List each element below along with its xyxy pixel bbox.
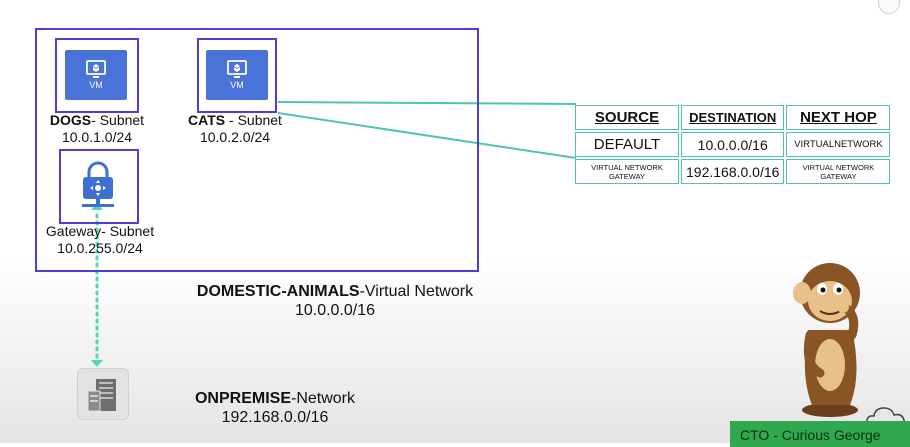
connector-line-default xyxy=(277,101,577,105)
dogs-vm-label: VM xyxy=(89,80,103,90)
route-table: SOURCE DESTINATION NEXT HOP DEFAULT 10.0… xyxy=(573,103,892,186)
cats-subnet-box xyxy=(197,38,277,113)
route-source: VIRTUAL NETWORK GATEWAY xyxy=(575,159,679,184)
cats-subnet-name: CATS xyxy=(188,112,226,128)
vpn-gateway-icon[interactable] xyxy=(76,160,120,212)
gateway-subnet-label: Gateway- Subnet 10.0.255.0/24 xyxy=(40,223,160,257)
link-arrow-down-icon xyxy=(91,360,103,367)
onprem-suffix: -Network xyxy=(291,390,356,407)
header-next-hop: NEXT HOP xyxy=(786,105,891,130)
vm-monitor-icon xyxy=(86,60,106,78)
dogs-vm-tile[interactable]: VM xyxy=(65,50,127,100)
onprem-server-tile[interactable] xyxy=(77,368,129,420)
vnet-cidr: 10.0.0.0/16 xyxy=(294,302,376,319)
route-next-hop: VIRTUAL NETWORK GATEWAY xyxy=(786,159,891,184)
onprem-cidr: 192.168.0.0/16 xyxy=(221,409,329,426)
route-row-gateway: VIRTUAL NETWORK GATEWAY 192.168.0.0/16 V… xyxy=(575,159,891,184)
vnet-suffix: -Virtual Network xyxy=(359,283,474,300)
route-next-hop: VIRTUALNETWORK xyxy=(786,132,891,157)
header-source: SOURCE xyxy=(575,105,679,130)
onprem-name: ONPREMISE xyxy=(194,390,291,407)
gateway-subnet-cidr: 10.0.255.0/24 xyxy=(57,240,143,256)
dogs-subnet-box xyxy=(55,38,139,113)
cats-subnet-suffix: - Subnet xyxy=(225,112,282,128)
dogs-subnet-suffix: - Subnet xyxy=(91,112,145,128)
onprem-label: ONPREMISE-Network 192.168.0.0/16 xyxy=(170,389,380,427)
header-destination: DESTINATION xyxy=(681,105,785,130)
cto-badge: CTO - Curious George xyxy=(730,421,910,447)
route-table-header-row: SOURCE DESTINATION NEXT HOP xyxy=(575,105,891,130)
route-source: DEFAULT xyxy=(575,132,679,157)
server-icon xyxy=(87,379,116,412)
dogs-subnet-cidr: 10.0.1.0/24 xyxy=(61,129,133,145)
vm-monitor-icon xyxy=(227,60,247,78)
route-destination: 10.0.0.0/16 xyxy=(681,132,785,157)
cats-subnet-label: CATS - Subnet 10.0.2.0/24 xyxy=(180,112,290,146)
cloud-icon xyxy=(866,407,905,427)
vnet-name: DOMESTIC-ANIMALS xyxy=(196,283,360,300)
cats-subnet-cidr: 10.0.2.0/24 xyxy=(199,129,271,145)
cats-vm-label: VM xyxy=(230,80,244,90)
connector-line-gateway xyxy=(277,112,577,159)
dogs-subnet-label: DOGS- Subnet 10.0.1.0/24 xyxy=(42,112,152,146)
dogs-subnet-name: DOGS xyxy=(49,112,92,128)
gateway-subnet-box xyxy=(59,149,139,224)
cats-vm-tile[interactable]: VM xyxy=(206,50,268,100)
monkey-mascot-icon xyxy=(793,263,860,417)
vnet-label: DOMESTIC-ANIMALS-Virtual Network 10.0.0.… xyxy=(170,282,500,320)
route-destination: 192.168.0.0/16 xyxy=(681,159,785,184)
gateway-subnet-name: Gateway- Subnet xyxy=(45,223,155,239)
route-row-default: DEFAULT 10.0.0.0/16 VIRTUALNETWORK xyxy=(575,132,891,157)
vnet-boundary xyxy=(35,28,479,272)
